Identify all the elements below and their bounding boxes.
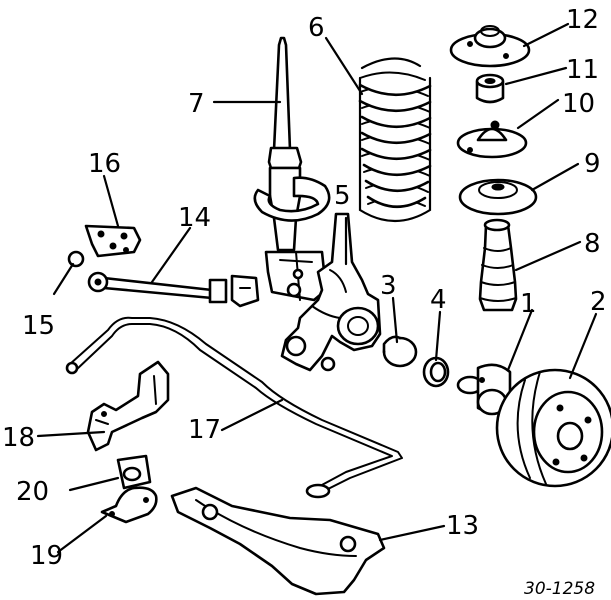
leader-1 (506, 308, 534, 372)
label-4: 4 (430, 285, 447, 315)
label-2: 2 (590, 287, 607, 317)
leader-2 (568, 312, 598, 380)
part-19-clamp (100, 486, 158, 524)
label-16: 16 (88, 149, 121, 179)
leader-19 (56, 514, 108, 554)
part-11-bushing (475, 73, 505, 104)
label-8: 8 (584, 229, 601, 259)
label-14: 14 (178, 203, 211, 233)
part-15-nut (67, 250, 85, 268)
part-9-spring-seat (458, 178, 538, 216)
part-4-seal (422, 356, 450, 388)
part-2-brake-drum (495, 368, 611, 488)
part-7-strut (253, 36, 331, 302)
part-1-hub (456, 363, 512, 416)
part-16-bracket (84, 224, 142, 258)
label-1: 1 (520, 289, 537, 319)
leader-8 (514, 240, 582, 272)
figure-code: 30-1258 (524, 579, 595, 599)
part-18-mount-bracket (86, 360, 170, 452)
part-6-coil-spring (358, 57, 432, 222)
part-17-stabilizer-bar (65, 316, 403, 499)
leader-3 (391, 296, 399, 344)
label-15: 15 (22, 311, 55, 341)
leader-9 (530, 162, 580, 192)
part-14-link (87, 271, 260, 308)
label-17: 17 (188, 415, 221, 445)
part-20-bushing (116, 454, 152, 490)
leader-14 (150, 226, 192, 284)
part-8-bump-stop-boot (478, 218, 518, 312)
label-10: 10 (562, 89, 595, 119)
part-10-bearing (456, 120, 528, 159)
label-20: 20 (16, 477, 49, 507)
part-3-wheel-bearing (382, 335, 418, 368)
label-19: 19 (30, 541, 63, 571)
part-12-top-mount (449, 25, 531, 68)
label-13: 13 (446, 511, 479, 541)
leader-18 (36, 430, 106, 438)
part-5-steering-knuckle (280, 212, 382, 372)
leader-15 (52, 262, 75, 296)
part-13-control-arm (170, 486, 386, 596)
label-7: 7 (188, 89, 205, 119)
label-5: 5 (334, 181, 351, 211)
label-3: 3 (380, 271, 397, 301)
leader-11 (504, 66, 568, 86)
label-11: 11 (566, 55, 599, 85)
label-9: 9 (584, 149, 601, 179)
leader-lines (36, 22, 598, 554)
label-12: 12 (566, 5, 599, 35)
part-number-labels: 1 2 3 4 5 6 7 8 9 10 11 12 13 14 15 16 1… (2, 5, 607, 571)
leader-10 (516, 98, 560, 130)
leader-16 (102, 174, 120, 228)
leader-17 (220, 398, 284, 432)
label-18: 18 (2, 423, 35, 453)
label-6: 6 (308, 13, 325, 43)
leader-12 (522, 22, 570, 48)
leader-13 (378, 524, 446, 542)
leader-6 (324, 36, 364, 96)
leader-20 (68, 476, 120, 492)
leader-4 (434, 310, 442, 362)
